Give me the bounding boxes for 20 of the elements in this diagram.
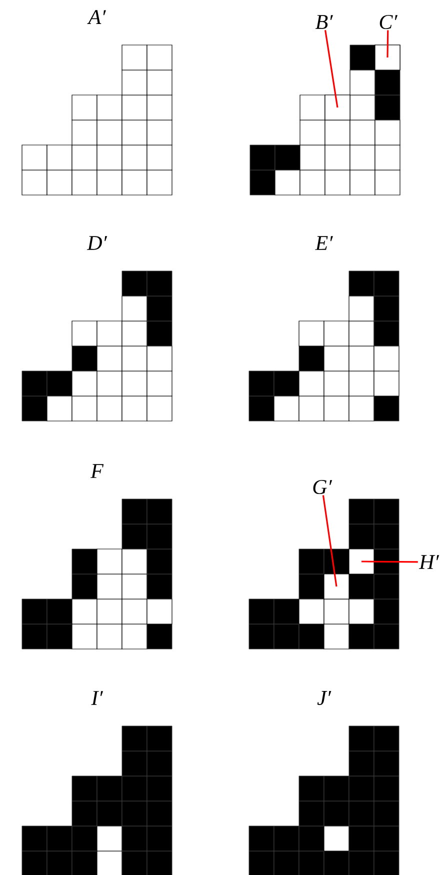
callout-label: H′ — [418, 555, 440, 569]
leader-line — [324, 30, 338, 108]
callout-label: C′ — [380, 14, 398, 30]
panel-title: E′ — [315, 236, 333, 250]
leader-line — [322, 495, 338, 587]
panel-title: I′ — [91, 691, 104, 705]
leader-line — [386, 30, 389, 58]
panel-title: F — [90, 464, 104, 478]
grid-cell — [324, 94, 350, 120]
callout-label: G′ — [313, 480, 332, 494]
staircase-grid — [250, 44, 400, 196]
grid-cell — [348, 548, 374, 574]
grid-cell — [374, 44, 400, 70]
callout-label: B′ — [315, 15, 333, 29]
grid-cell — [324, 574, 350, 600]
leader-line — [361, 560, 418, 563]
panel-title: D′ — [86, 236, 108, 250]
panel-title: J′ — [317, 691, 332, 705]
panel-title: A′ — [87, 10, 106, 24]
staircase-grid — [248, 498, 400, 650]
